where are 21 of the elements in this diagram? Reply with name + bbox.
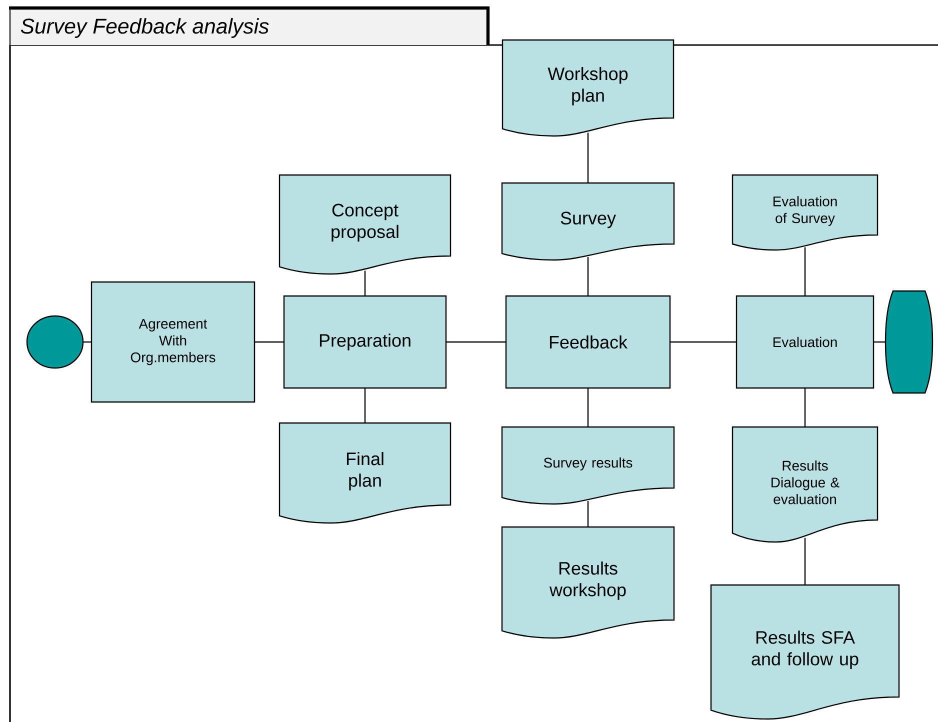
connector-line (83, 341, 92, 343)
connector-line (587, 132, 589, 183)
connector-line (804, 247, 806, 296)
title-tab: Survey Feedback analysis (9, 6, 490, 45)
connector-line (446, 341, 506, 343)
process-box: Preparation (283, 295, 447, 389)
connector-line (670, 341, 736, 343)
connector-line (874, 341, 886, 343)
connector-line (364, 388, 366, 423)
connector-line (254, 341, 284, 343)
connector-line (364, 270, 366, 296)
connector-line (587, 257, 589, 296)
connector-line (587, 501, 589, 527)
connector-line (804, 388, 806, 427)
start-circle (26, 315, 84, 369)
process-box: Feedback (505, 295, 671, 389)
process-box: Evaluation (736, 295, 874, 389)
connector-line (587, 388, 589, 427)
process-box: Agreement With Org.members (90, 281, 256, 403)
connector-line (804, 538, 806, 585)
end-terminal (884, 290, 934, 394)
